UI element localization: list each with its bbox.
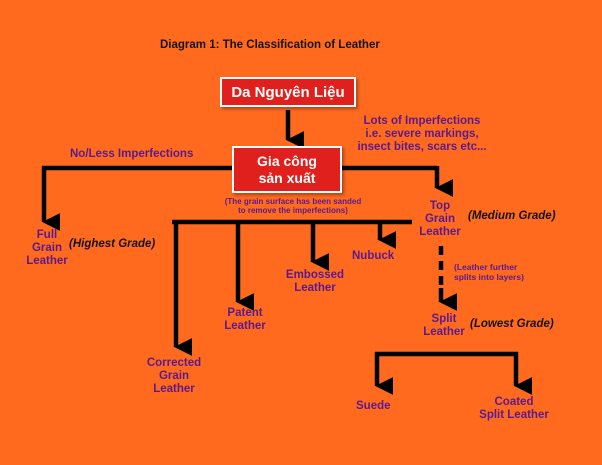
- split-note-line1: (Leather further: [454, 262, 518, 272]
- suede-label: Suede: [356, 400, 391, 412]
- coated-line1: Coated: [494, 396, 534, 408]
- corrected-line1: Corrected: [146, 357, 202, 369]
- right-branch-label-line2: i.e. severe markings,: [365, 128, 479, 141]
- sanded-note-line1: (The grain surface has been sanded: [224, 197, 362, 206]
- sanded-note-line2: to remove the imperfections): [238, 206, 348, 216]
- right-branch-label-line3: insect bites, scars etc...: [357, 141, 487, 154]
- split-note-line2: splits into layers): [454, 271, 524, 282]
- patent-line1: Patent: [227, 307, 263, 319]
- process-node-box: Gia công sản xuất: [232, 146, 342, 193]
- corrected-label: Corrected Grain Leather: [138, 357, 210, 397]
- split-note: (Leather further splits into layers): [454, 262, 524, 283]
- sanded-note: (The grain surface has been sanded to re…: [208, 197, 378, 215]
- split-leather-label: Split Leather: [414, 313, 474, 339]
- right-branch-label: Lots of Imperfections i.e. severe markin…: [348, 115, 496, 155]
- process-label-line2: sản xuất: [258, 169, 316, 186]
- full-grain-line3: Leather: [26, 255, 68, 268]
- root-node-label: Da Nguyên Liệu: [231, 83, 345, 101]
- patent-line2: Leather: [224, 320, 266, 333]
- full-grain-label: Full Grain Leather: [20, 229, 74, 269]
- top-grain-line1: Top: [429, 200, 451, 212]
- root-node-box: Da Nguyên Liệu: [220, 77, 356, 107]
- coated-split-label: Coated Split Leather: [466, 396, 562, 422]
- embossed-line1: Embossed: [285, 269, 345, 281]
- diagram-title: Diagram 1: The Classification of Leather: [160, 39, 380, 51]
- right-branch-label-line1: Lots of Imperfections: [363, 115, 481, 127]
- full-grain-grade: (Highest Grade): [69, 238, 156, 250]
- top-grain-grade: (Medium Grade): [468, 210, 556, 222]
- nubuck-label: Nubuck: [352, 250, 395, 262]
- split-leather-grade: (Lowest Grade): [470, 318, 554, 330]
- process-label-line1: Gia công: [257, 153, 317, 170]
- left-branch-label: No/Less Imperfections: [70, 148, 194, 160]
- coated-line2: Split Leather: [479, 409, 549, 422]
- top-grain-line2: Grain: [424, 213, 456, 226]
- patent-label: Patent Leather: [214, 307, 276, 333]
- top-grain-label: Top Grain Leather: [412, 200, 468, 240]
- embossed-label: Embossed Leather: [280, 269, 350, 295]
- split-line1: Split: [431, 313, 457, 325]
- corrected-line3: Leather: [153, 383, 195, 396]
- corrected-line2: Grain: [158, 370, 190, 383]
- full-grain-line1: Full: [36, 229, 58, 241]
- full-grain-line2: Grain: [31, 242, 63, 255]
- top-grain-line3: Leather: [419, 226, 461, 239]
- embossed-line2: Leather: [294, 282, 336, 295]
- split-line2: Leather: [423, 326, 465, 339]
